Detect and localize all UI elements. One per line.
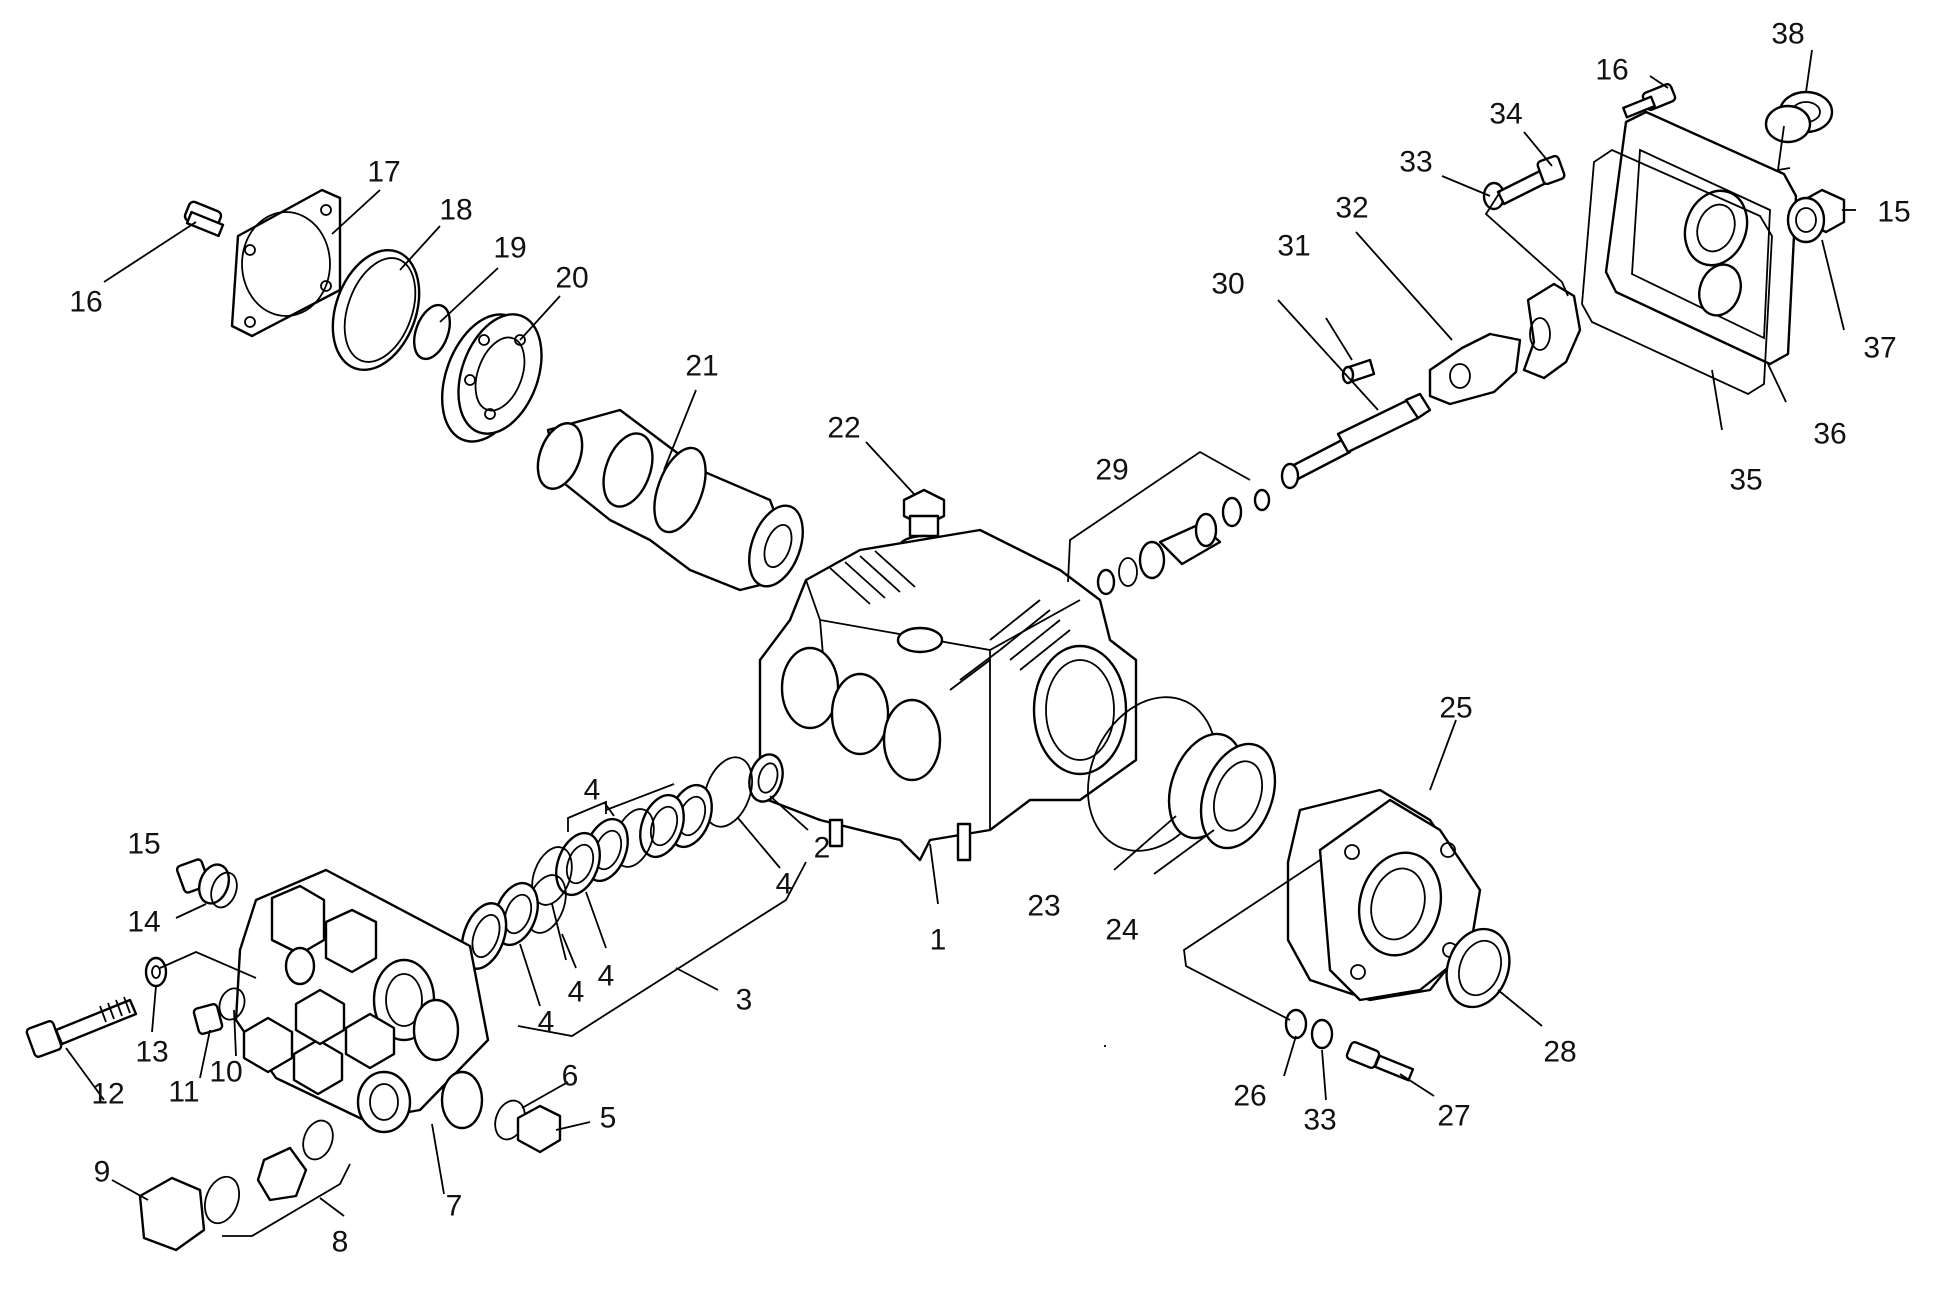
label-part-4: 4: [568, 976, 585, 1009]
label-part-4: 4: [598, 960, 615, 993]
label-part-18: 18: [439, 194, 472, 227]
leader-lines: [65, 49, 1856, 1201]
label-part-4: 4: [584, 774, 601, 807]
label-part-34: 34: [1489, 98, 1522, 131]
part-13-washer: [144, 956, 168, 988]
label-part-9: 9: [94, 1156, 111, 1189]
label-part-13: 13: [135, 1036, 168, 1069]
label-part-10: 10: [209, 1056, 242, 1089]
label-part-21: 21: [685, 350, 718, 383]
label-part-7: 7: [446, 1190, 463, 1223]
label-part-3: 3: [736, 984, 753, 1017]
label-part-16: 16: [1595, 54, 1628, 87]
label-part-26: 26: [1233, 1080, 1266, 1113]
label-part-23: 23: [1027, 890, 1060, 923]
part-38-sight-glass: [1764, 90, 1834, 144]
part-18-seal-ring: [331, 248, 421, 372]
part-8-valve: [256, 1119, 334, 1202]
part-32-connecting-rod: [1428, 282, 1582, 406]
label-part-33: 33: [1399, 146, 1432, 179]
label-part-30: 30: [1211, 268, 1244, 301]
label-part-5: 5: [600, 1102, 617, 1135]
part-1-crankcase: [758, 528, 1138, 862]
label-part-1: 1: [930, 924, 947, 957]
part-24-needle-bearing: [1167, 732, 1277, 850]
part-15-plug-right: [1786, 188, 1846, 244]
part-3-seal-kit: [460, 783, 713, 970]
label-part-22: 22: [827, 412, 860, 445]
label-part-38: 38: [1771, 18, 1804, 51]
part-31-pin: [1341, 358, 1376, 385]
part-15-plug-left: [175, 858, 238, 909]
bracket-3-group: [517, 861, 807, 1037]
part-11-small-plug: [192, 987, 246, 1035]
label-part-17: 17: [367, 156, 400, 189]
label-part-29: 29: [1095, 454, 1128, 487]
part-26-washer: [1284, 1008, 1334, 1050]
bracket-29-group: [1067, 450, 1251, 583]
label-part-2: 2: [814, 832, 831, 865]
part-35-gasket: [1581, 148, 1773, 396]
label-part-35: 35: [1729, 464, 1762, 497]
label-part-12: 12: [91, 1078, 124, 1111]
label-part-31: 31: [1277, 230, 1310, 263]
label-part-15: 15: [127, 828, 160, 861]
label-part-16: 16: [69, 286, 102, 319]
part-28-oil-seal: [1445, 927, 1511, 1009]
part-16-screw-left: [183, 200, 225, 238]
label-part-28: 28: [1543, 1036, 1576, 1069]
label-part-4: 4: [538, 1006, 555, 1039]
part-19-snap-ring: [412, 303, 452, 361]
part-12-bolt: [25, 996, 138, 1058]
label-part-37: 37: [1863, 332, 1896, 365]
part-21-crankshaft: [536, 408, 804, 592]
label-part-20: 20: [555, 262, 588, 295]
label-part-27: 27: [1437, 1100, 1470, 1133]
part-5-plug-right: [494, 1099, 562, 1154]
part-30-plunger-rod: [1280, 392, 1432, 490]
label-part-19: 19: [493, 232, 526, 265]
label-part-24: 24: [1105, 914, 1138, 947]
bracket-4-group: [567, 783, 675, 832]
part-29-wrist-pin-kit: [1096, 488, 1271, 596]
part-27-screw: [1345, 1041, 1415, 1082]
part-17-gasket-plate: [230, 188, 342, 338]
bracket-8-group: [222, 1163, 351, 1237]
label-part-14: 14: [127, 906, 160, 939]
part-34-screw: [1482, 154, 1566, 211]
label-part-11: 11: [168, 1076, 199, 1109]
part-7-manifold: [234, 868, 490, 1134]
label-part-8: 8: [332, 1226, 349, 1259]
part-number-labels: 1 2 3 4 4 4 4 4 5 6 7 8 9 10 11 12 13 14…: [69, 18, 1910, 1259]
part-20-bearing: [440, 313, 543, 443]
label-part-33: 33: [1303, 1104, 1336, 1137]
label-part-6: 6: [562, 1060, 579, 1093]
part-16-screw-right: [1622, 83, 1677, 119]
label-part-32: 32: [1335, 192, 1368, 225]
part-4-o-ring-upper: [703, 756, 753, 828]
part-36-rear-cover: [1604, 110, 1798, 366]
label-part-15: 15: [1877, 196, 1910, 229]
part-9-big-plug: [138, 1175, 241, 1252]
label-part-36: 36: [1813, 418, 1846, 451]
label-part-25: 25: [1439, 692, 1472, 725]
label-part-4: 4: [776, 868, 793, 901]
